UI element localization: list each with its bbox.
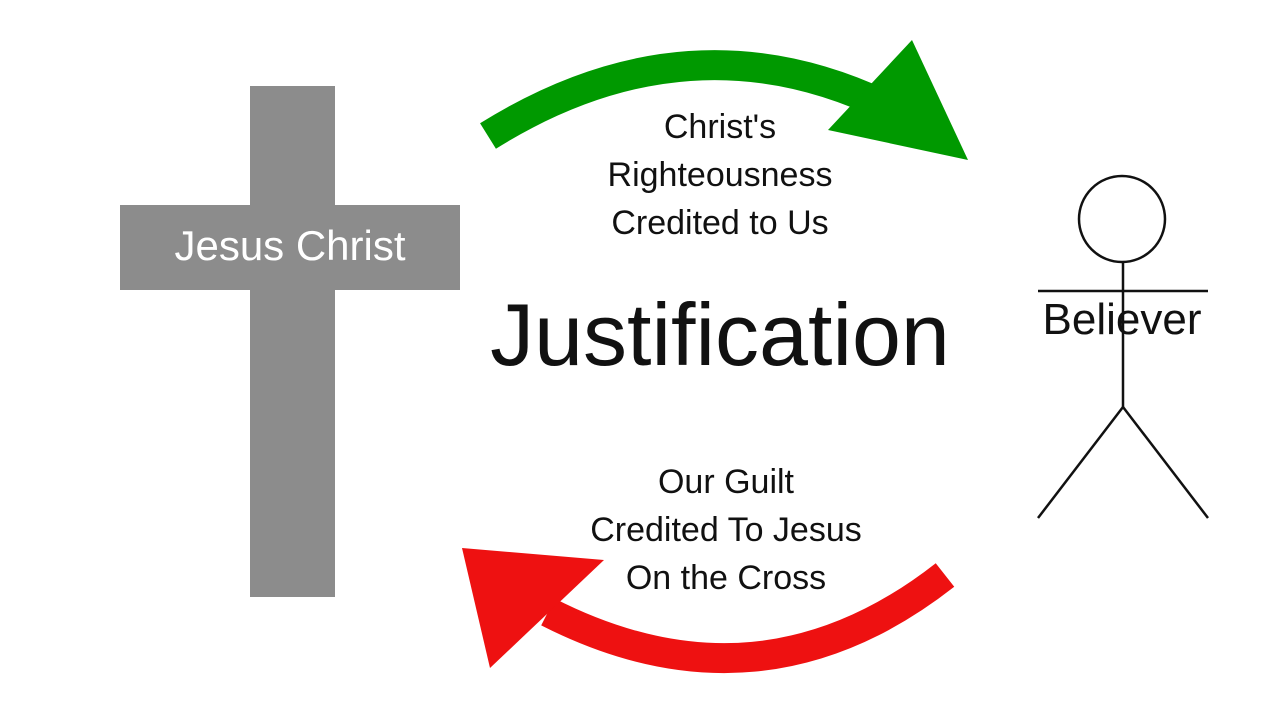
stick-figure-right-leg	[1122, 406, 1209, 519]
top-flow-line-3: Credited to Us	[611, 204, 828, 242]
cross-label: Jesus Christ	[174, 222, 405, 269]
believer-label: Believer	[1043, 295, 1202, 344]
bottom-flow-line-3: On the Cross	[626, 559, 826, 597]
cross-icon	[120, 86, 460, 597]
green-arrow-icon	[480, 40, 968, 160]
cross-horizontal-beam	[120, 205, 460, 290]
bottom-flow-line-1: Our Guilt	[658, 463, 795, 501]
green-arrowhead	[828, 40, 968, 160]
page-title: Justification	[490, 285, 950, 384]
stick-figure-head	[1077, 174, 1167, 264]
stick-figure-icon	[1037, 174, 1209, 519]
cross-vertical-beam	[250, 86, 335, 597]
top-flow-line-1: Christ's	[664, 108, 776, 146]
top-flow-line-2: Righteousness	[608, 156, 833, 194]
red-arrow-icon	[462, 548, 955, 674]
stick-figure-left-leg	[1037, 406, 1124, 519]
bottom-flow-line-2: Credited To Jesus	[590, 511, 862, 549]
red-arrow-shaft	[541, 563, 955, 674]
green-arrow-shaft	[480, 50, 897, 149]
red-arrowhead	[462, 548, 604, 668]
